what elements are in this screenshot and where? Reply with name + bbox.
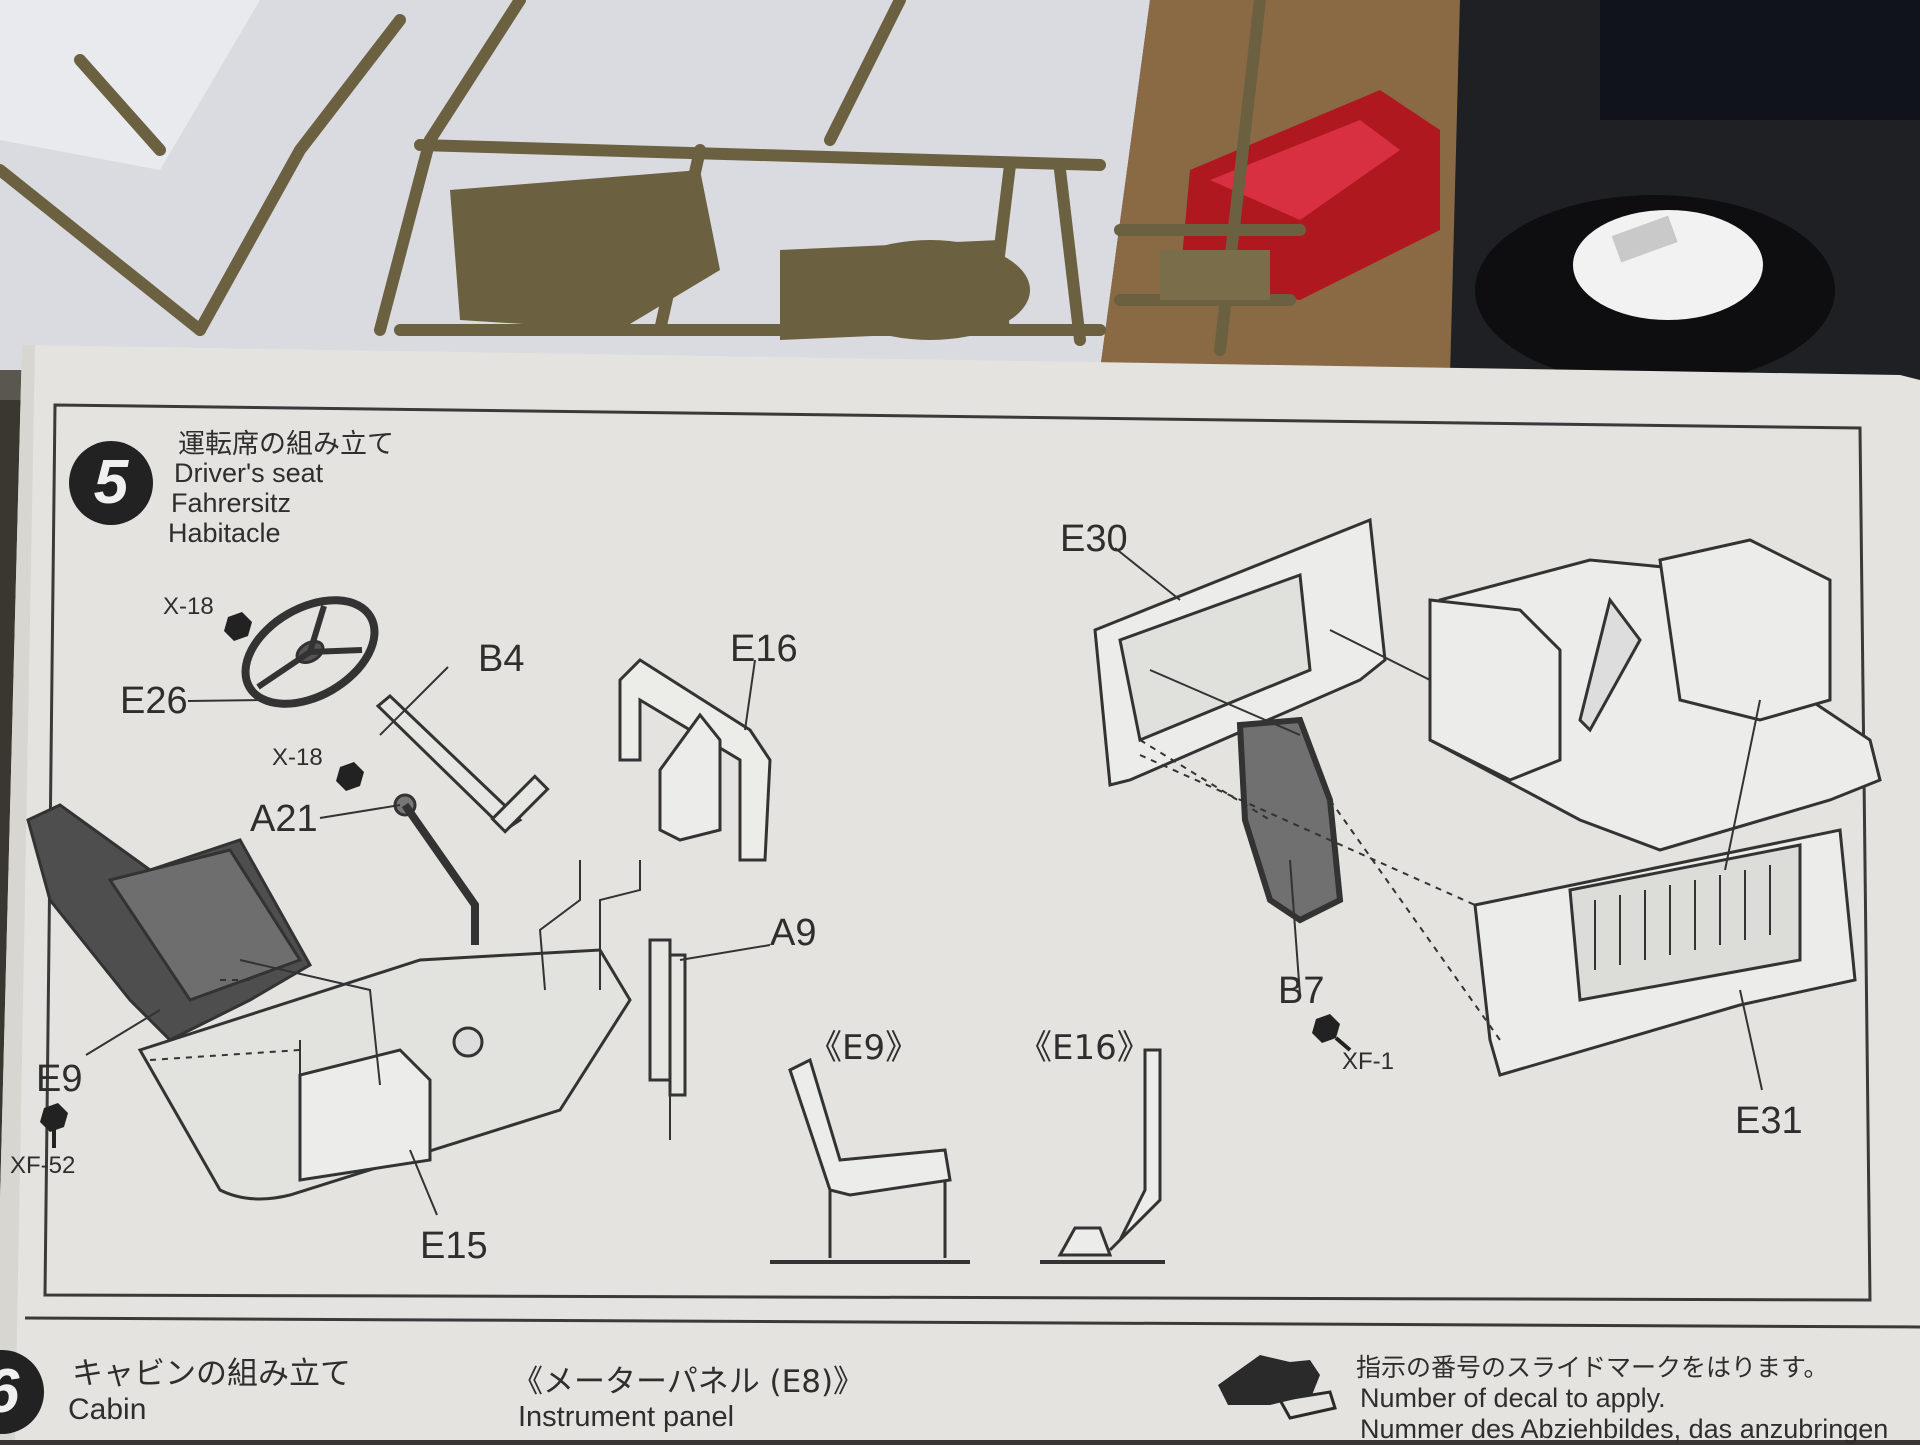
driver-seat-assembly	[26, 596, 772, 1201]
instrument-panel-title-ja: 《メーターパネル (E8)》	[512, 1364, 865, 1400]
decal-note-de: Nummer des Abziehbildes, das anzubringen	[1360, 1414, 1889, 1444]
step-5-badge: 5	[69, 441, 153, 525]
hex-paint-icon	[336, 762, 364, 791]
floor-box	[298, 1048, 432, 1182]
step-5-number: 5	[93, 448, 129, 517]
background-photo	[0, 0, 1920, 400]
paint-jar	[1475, 195, 1835, 385]
part-label-steering-wheel: E26	[120, 680, 188, 722]
paint-label-seat: XF-52	[10, 1152, 76, 1179]
part-label-floor: E15	[420, 1225, 488, 1267]
cabin-panel-assembly	[1093, 517, 1882, 1077]
model-sprue	[0, 0, 1306, 356]
paint-label-steering-wheel: X-18	[163, 593, 214, 620]
decal-note-en: Number of decal to apply.	[1360, 1383, 1666, 1413]
hex-paint-icon	[1312, 1014, 1340, 1043]
paint-label-window: XF-1	[1342, 1048, 1395, 1075]
part-label-seat: E9	[36, 1058, 83, 1100]
paint-label-gear-lever: X-18	[272, 744, 323, 771]
gear-lever	[401, 802, 479, 945]
step-6-title-ja: キャビンの組み立て	[72, 1356, 351, 1392]
pedal-part	[648, 938, 672, 1082]
view-title-seat-back: 《E16》	[1018, 1028, 1151, 1068]
hex-paint-icon	[224, 612, 252, 641]
sprue-parts	[450, 170, 1270, 340]
step-6-title-en: Cabin	[68, 1393, 147, 1426]
instrument-panel-title-en: Instrument panel	[518, 1401, 735, 1433]
decal-note-ja: 指示の番号のスライドマークをはります。	[1356, 1353, 1829, 1382]
steering-wheel	[241, 596, 379, 708]
step-title-ja: 運転席の組み立て	[178, 429, 394, 460]
part-label-window: B7	[1278, 970, 1325, 1012]
paint-markers	[40, 612, 1352, 1148]
label-leaders	[85, 547, 1763, 1216]
seat-back-view-diagram	[1040, 1048, 1165, 1264]
part-label-side-panel: E31	[1735, 1100, 1803, 1142]
part-label-pedal: A9	[770, 912, 817, 954]
seat-view-diagram	[770, 1057, 970, 1264]
steering-column	[375, 693, 523, 832]
view-title-seat: 《E9》	[808, 1028, 920, 1068]
part-label-seat-back: E16	[730, 628, 798, 670]
seat-back-part	[618, 658, 772, 862]
part-label-gear-lever: A21	[250, 798, 318, 840]
step-title-en: Driver's seat	[174, 458, 324, 488]
step-6-badge: 6	[0, 1350, 44, 1434]
decal-slide-icon	[1218, 1355, 1337, 1420]
step-title-de: Fahrersitz	[171, 488, 292, 518]
part-label-rear-panel: E30	[1060, 518, 1128, 560]
hex-paint-icon	[40, 1103, 68, 1132]
window-part	[1236, 716, 1344, 924]
part-label-steering-column: B4	[478, 638, 525, 680]
step-6-number: 6	[0, 1350, 44, 1434]
step-title-fr: Habitacle	[168, 518, 281, 548]
red-tool	[1180, 90, 1440, 300]
